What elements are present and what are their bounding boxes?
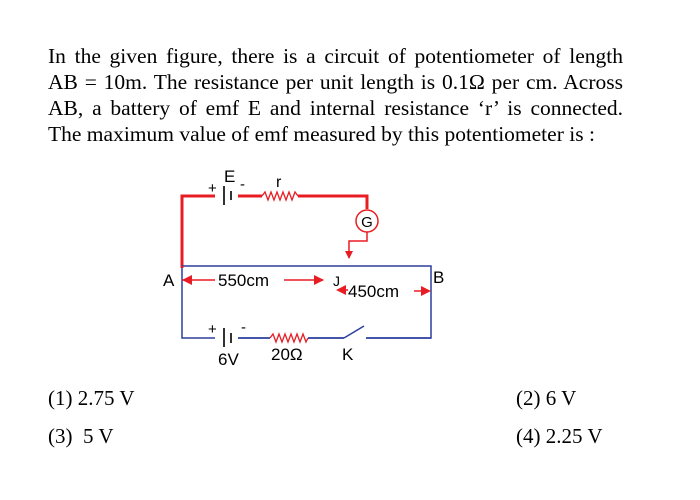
key-label: K [342,345,354,364]
question-text: In the given figure, there is a circuit … [48,43,623,147]
question-line-4: The maximum value of emf measured by thi… [48,122,595,146]
length-aj-label: 550cm [218,271,269,290]
option-4[interactable]: (4) 2.25 V [516,424,603,448]
battery-e-minus: - [240,176,245,193]
internal-resistance-symbol [261,190,299,202]
driver-cell-minus: - [241,319,246,336]
length-jb-label: 450cm [348,282,399,301]
point-b-label: B [433,268,444,287]
series-resistance-symbol [269,332,309,344]
driver-cell-plus: + [208,321,217,338]
option-2[interactable]: (2) 6 V [516,386,577,410]
emf-label: E [224,167,235,186]
primary-circuit [180,194,369,268]
point-j-label: J [333,273,340,289]
key-switch-icon [343,325,365,339]
point-a-label: A [163,271,175,290]
option-3[interactable]: (3) 5 V [48,424,114,448]
internal-resistance-label: r [276,174,282,191]
battery-e-symbol [223,186,232,205]
jockey-wire [345,232,368,259]
question-line-2: AB = 10m. The resistance per unit length… [48,70,623,94]
driver-cell-symbol [223,328,232,347]
galvanometer-label: G [361,214,373,231]
battery-e-plus: + [208,180,217,197]
series-resistance-label: 20Ω [271,345,303,364]
primary-wire-left [180,194,215,268]
question-line-3: AB, a battery of emf E and internal resi… [48,96,623,120]
driver-cell-emf-label: 6V [218,350,239,369]
option-1[interactable]: (1) 2.75 V [48,386,135,410]
primary-wire-right [298,194,369,209]
question-line-1: In the given figure, there is a circuit … [48,44,623,68]
